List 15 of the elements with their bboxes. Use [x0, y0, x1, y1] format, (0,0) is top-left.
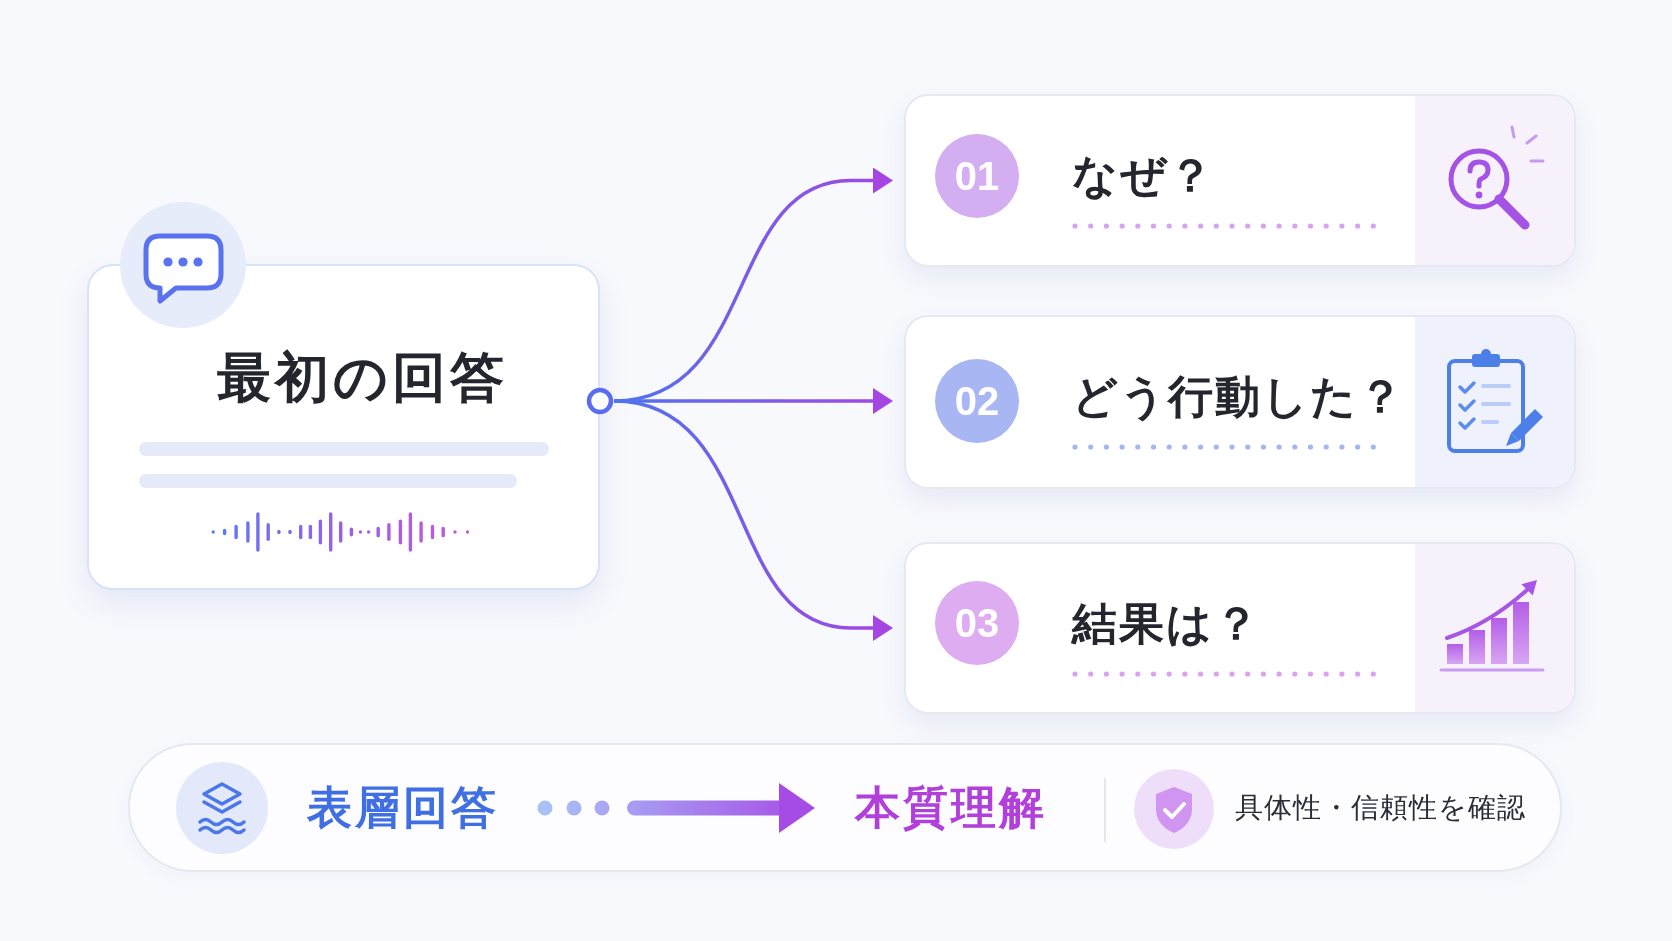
question-text: どう行動した？: [1072, 369, 1405, 425]
keyword-text: 本質理解: [855, 778, 1047, 838]
question-text: 結果は？: [1072, 596, 1261, 652]
answer-card: [87, 264, 600, 590]
question-card: [904, 542, 1576, 714]
question-text: なぜ？: [1072, 148, 1215, 204]
question-card: [904, 315, 1576, 489]
note-text: 具体性・信頼性を確認: [1235, 790, 1526, 826]
keyword-text: 表層回答: [307, 778, 499, 838]
question-card: [904, 94, 1576, 267]
heading-text: 最初の回答: [217, 346, 508, 410]
number-circle: 03: [935, 581, 1019, 665]
number-circle: 01: [935, 134, 1019, 218]
arrow: [613, 399, 893, 641]
number-circle: 02: [935, 359, 1019, 443]
